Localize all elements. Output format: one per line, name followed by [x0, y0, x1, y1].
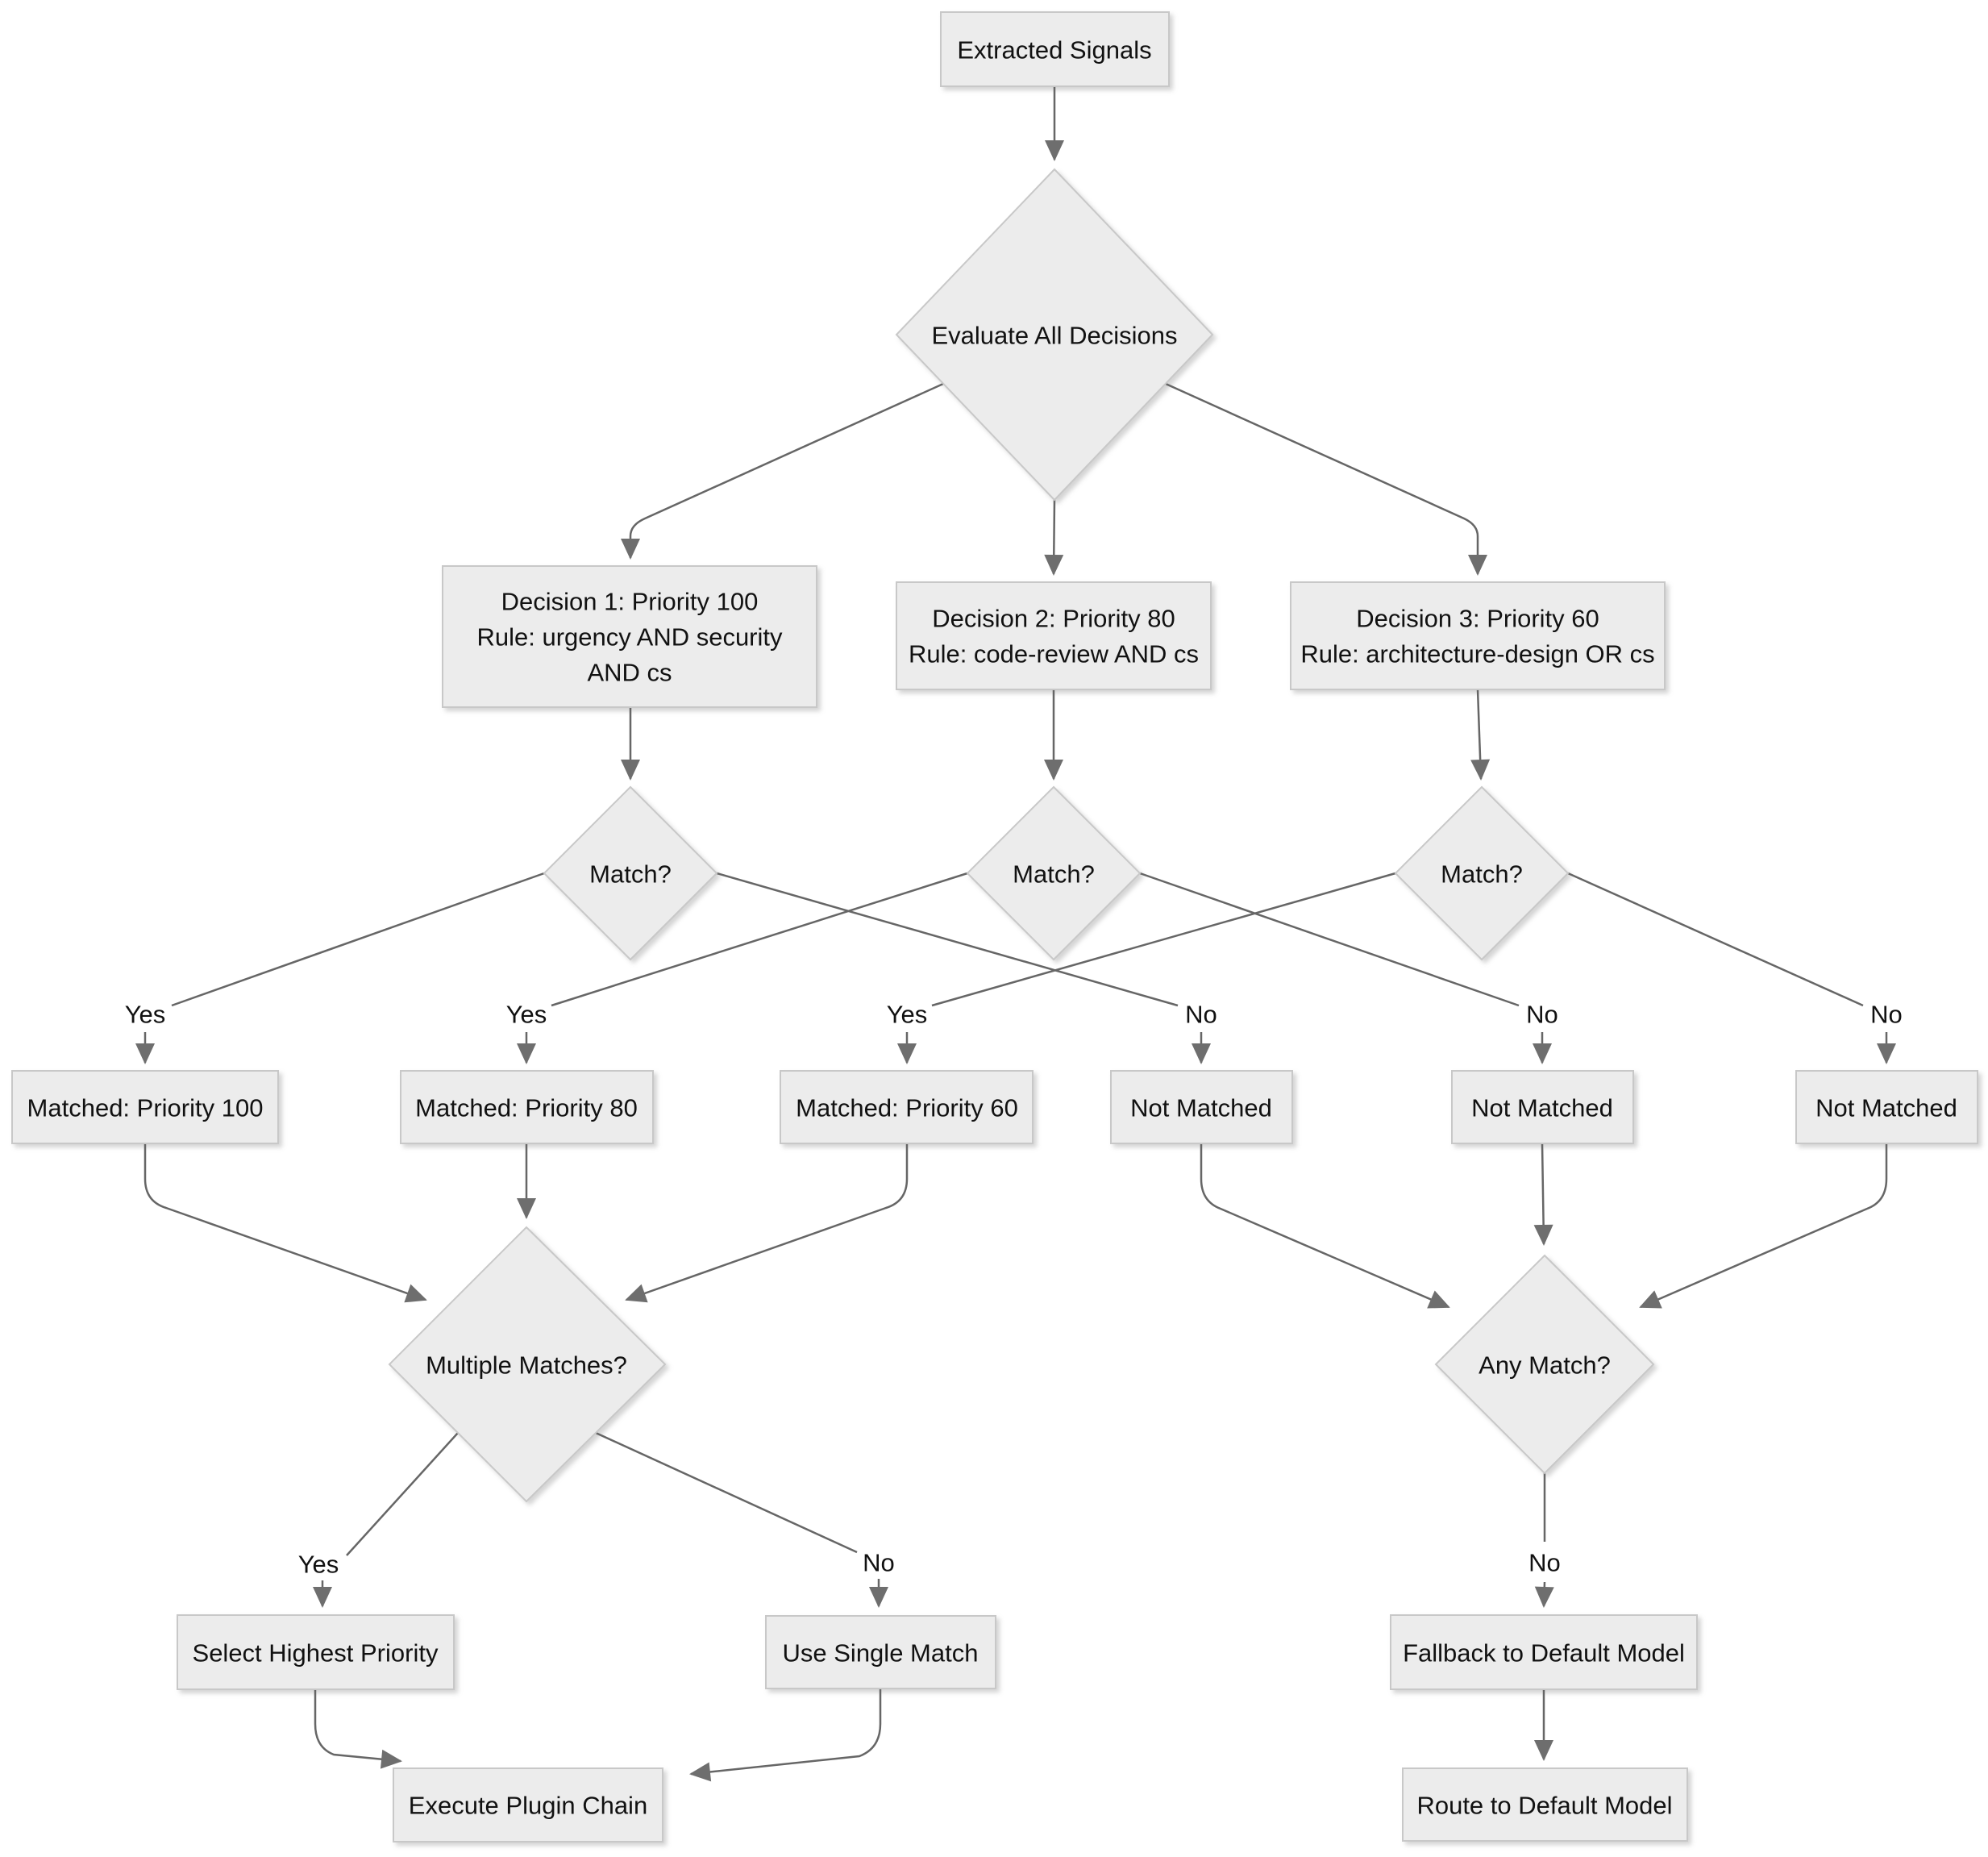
node-label: Not Matched — [1471, 1094, 1613, 1122]
node-label: Multiple Matches? — [426, 1351, 627, 1380]
node-label: Match? — [589, 860, 672, 889]
edge-notmatched2-to-anymatch — [1533, 1143, 1553, 1246]
edge-decision3-to-match3 — [1470, 689, 1491, 781]
edge-label-match3-no: No — [1870, 1001, 1903, 1029]
node-decision3: Decision 3: Priority 60 Rule: architectu… — [1290, 581, 1666, 690]
node-not-matched-1: Not Matched — [1110, 1070, 1293, 1144]
node-label-line1: Decision 3: Priority 60 — [1356, 605, 1599, 633]
node-label-line2: Rule: code-review AND cs — [909, 640, 1199, 668]
node-label: Not Matched — [1815, 1094, 1957, 1122]
node-label-line1: Decision 1: Priority 100 — [501, 588, 759, 616]
edge-label-match2-no: No — [1526, 1001, 1558, 1029]
edge-match3-yes-diagonal — [931, 872, 1396, 1007]
edge-label-match3-yes: Yes — [887, 1001, 928, 1029]
edge-notmatched3-to-anymatch — [1639, 1143, 1888, 1309]
edge-label-multiple-yes: Yes — [298, 1551, 339, 1579]
node-matched-priority-100: Matched: Priority 100 — [11, 1070, 279, 1144]
node-select-highest-priority: Select Highest Priority — [177, 1614, 455, 1690]
edge-match2-no-diagonal — [1139, 872, 1520, 1007]
edge-label-match1-no: No — [1185, 1001, 1217, 1029]
node-match1: Match? — [543, 785, 718, 961]
node-route-default-model: Route to Default Model — [1402, 1767, 1688, 1842]
edge-anymatch-no-arrow — [1534, 1581, 1554, 1608]
edge-multiple-no-diagonal — [595, 1431, 858, 1554]
node-any-match: Any Match? — [1434, 1254, 1655, 1475]
node-label: Matched: Priority 60 — [796, 1094, 1018, 1122]
node-label-line2: Rule: urgency AND security — [476, 623, 783, 652]
node-label: Extracted Signals — [957, 36, 1151, 65]
node-not-matched-3: Not Matched — [1795, 1070, 1978, 1144]
node-label: Use Single Match — [783, 1639, 979, 1668]
edge-label-match2-yes: Yes — [506, 1001, 547, 1029]
node-label-line1: Decision 2: Priority 80 — [932, 605, 1175, 633]
node-label: Any Match? — [1479, 1351, 1611, 1380]
node-label-line3: AND cs — [587, 659, 672, 687]
node-evaluate-all-decisions: Evaluate All Decisions — [895, 168, 1214, 502]
node-match2: Match? — [966, 785, 1142, 961]
edge-match1-no-diagonal — [716, 872, 1179, 1007]
edge-usesingle-to-execute — [689, 1688, 882, 1782]
node-match3: Match? — [1394, 785, 1570, 961]
node-decision2: Decision 2: Priority 80 Rule: code-revie… — [896, 581, 1212, 690]
node-multiple-matches: Multiple Matches? — [388, 1226, 667, 1503]
edge-layer — [135, 86, 1896, 1782]
node-label: Fallback to Default Model — [1403, 1639, 1685, 1668]
node-label: Match? — [1013, 860, 1095, 889]
node-label: Matched: Priority 80 — [415, 1094, 638, 1122]
node-fallback-default-model: Fallback to Default Model — [1390, 1614, 1698, 1690]
node-label: Evaluate All Decisions — [932, 322, 1178, 350]
edge-evaluate-to-decision3 — [1165, 382, 1487, 576]
node-decision1: Decision 1: Priority 100 Rule: urgency A… — [442, 565, 817, 708]
edge-label-match1-yes: Yes — [125, 1001, 166, 1029]
edge-matched3-to-multiple — [625, 1143, 909, 1303]
edge-label-multiple-no: No — [863, 1549, 895, 1577]
node-matched-priority-80: Matched: Priority 80 — [400, 1070, 654, 1144]
edge-label-any-no: No — [1528, 1549, 1561, 1577]
node-label: Execute Plugin Chain — [409, 1792, 647, 1820]
node-execute-plugin-chain: Execute Plugin Chain — [393, 1767, 663, 1842]
node-label: Route to Default Model — [1416, 1792, 1672, 1820]
node-label-line2: Rule: architecture-design OR cs — [1300, 640, 1654, 668]
node-label: Matched: Priority 100 — [27, 1094, 264, 1122]
edge-multiple-yes-diagonal — [346, 1432, 459, 1556]
node-label: Not Matched — [1130, 1094, 1272, 1122]
node-matched-priority-60: Matched: Priority 60 — [780, 1070, 1034, 1144]
node-use-single-match: Use Single Match — [765, 1615, 996, 1689]
edge-notmatched1-to-anymatch — [1200, 1143, 1450, 1309]
node-extracted-signals: Extracted Signals — [940, 11, 1170, 87]
node-not-matched-2: Not Matched — [1451, 1070, 1634, 1144]
edge-match2-yes-diagonal — [551, 872, 968, 1007]
node-label: Select Highest Priority — [193, 1639, 439, 1668]
node-label: Match? — [1441, 860, 1523, 889]
edge-match1-yes-diagonal — [171, 872, 545, 1007]
edge-select-to-execute — [314, 1689, 402, 1769]
edge-matched1-to-multiple — [143, 1143, 427, 1303]
edge-match3-no-diagonal — [1567, 872, 1864, 1007]
edge-evaluate-to-decision1 — [621, 382, 944, 560]
